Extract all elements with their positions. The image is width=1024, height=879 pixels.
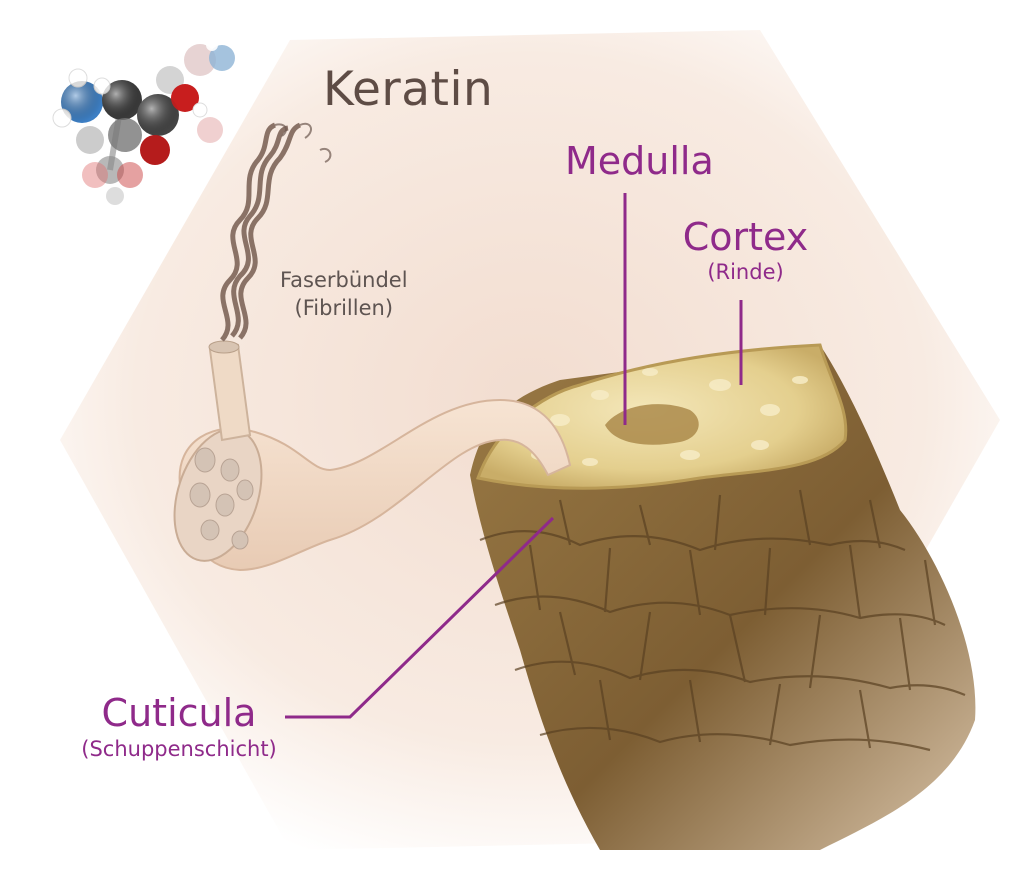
- cortex-label: Cortex (Rinde): [678, 218, 813, 283]
- fiber-bundle-sub: (Fibrillen): [294, 296, 394, 320]
- fibril-coils: [219, 122, 302, 342]
- cuticle-scales: [479, 489, 966, 752]
- cortex-sub: (Rinde): [707, 260, 784, 284]
- cuticula-label: Cuticula (Schuppenschicht): [55, 694, 303, 760]
- diagram-title: Keratin: [323, 62, 494, 117]
- cuticula-name: Cuticula: [101, 691, 257, 735]
- keratin-molecule-icon: [52, 39, 235, 205]
- fiber-bundle-label: Faserbündel (Fibrillen): [280, 270, 408, 319]
- cuticula-sub: (Schuppenschicht): [81, 737, 277, 761]
- fiber-bundle-name: Faserbündel: [280, 268, 408, 292]
- cortex-name: Cortex: [682, 215, 809, 259]
- cortex-top: [476, 343, 848, 490]
- leader-lines: [285, 193, 743, 719]
- medulla-core: [605, 404, 699, 445]
- cuticula-leader: [285, 516, 555, 719]
- medulla-label: Medulla: [565, 139, 714, 183]
- fiber-tube: [173, 122, 572, 572]
